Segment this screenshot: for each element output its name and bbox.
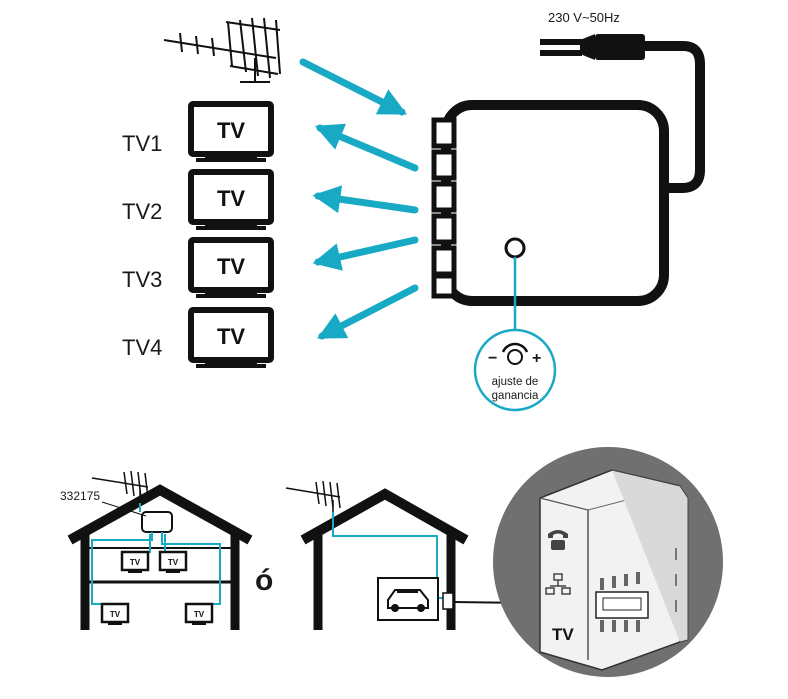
house-tv-upper-left: TV — [120, 550, 150, 573]
house-tv-lower-left: TV — [100, 602, 130, 625]
house-amplifier — [141, 511, 173, 533]
network-icon — [545, 573, 571, 595]
svg-text:TV: TV — [194, 610, 205, 619]
cabinet-zoom: TV — [493, 447, 723, 677]
power-label: 230 V~50Hz — [548, 10, 620, 25]
tv3-label: TV3 — [122, 267, 162, 292]
tv3-screen-text: TV — [217, 254, 245, 279]
svg-text:TV: TV — [130, 558, 141, 567]
tv3-set: TV — [188, 237, 274, 298]
cabinet-tv-label: TV — [552, 625, 574, 644]
tv1-label: TV1 — [122, 131, 162, 156]
phone-icon — [548, 530, 568, 550]
input-arrow — [299, 58, 407, 116]
port-connectors — [431, 117, 457, 299]
garage-interior — [377, 577, 439, 621]
gain-callout: − + ajuste de ganancia — [473, 328, 557, 412]
model-number: 332175 — [60, 489, 100, 503]
tv2-label: TV2 — [122, 199, 162, 224]
tv1-set: TV — [188, 101, 274, 162]
output-arrow-tv2 — [312, 185, 419, 214]
amplifier-box — [431, 41, 705, 306]
svg-text:TV: TV — [110, 610, 121, 619]
house-left: TV TV TV TV — [67, 470, 253, 630]
tv2-screen-text: TV — [217, 186, 245, 211]
gain-plus: + — [532, 350, 541, 367]
gain-knob — [504, 237, 526, 259]
antenna-icon — [163, 17, 281, 83]
or-label: ó — [255, 564, 273, 597]
house-tv-lower-right: TV — [184, 602, 214, 625]
power-plug-icon — [540, 34, 645, 60]
tv4-screen-text: TV — [217, 324, 245, 349]
cabinet-amplifier — [595, 572, 649, 632]
tv1-screen-text: TV — [217, 118, 245, 143]
tv4-label: TV4 — [122, 335, 162, 360]
gain-minus: − — [488, 350, 497, 367]
gain-label-line2: ganancia — [492, 390, 539, 402]
house-tv-upper-right: TV — [158, 550, 188, 573]
gain-label-line1: ajuste de — [492, 376, 539, 388]
svg-text:TV: TV — [168, 558, 179, 567]
car-icon — [387, 589, 429, 612]
garage-amplifier — [442, 592, 454, 610]
tv2-set: TV — [188, 169, 274, 230]
output-arrow-tv4 — [317, 284, 419, 340]
output-arrow-tv3 — [312, 236, 419, 271]
house-garage — [285, 480, 469, 630]
tv4-set: TV — [188, 307, 274, 368]
output-arrow-tv1 — [314, 123, 419, 172]
